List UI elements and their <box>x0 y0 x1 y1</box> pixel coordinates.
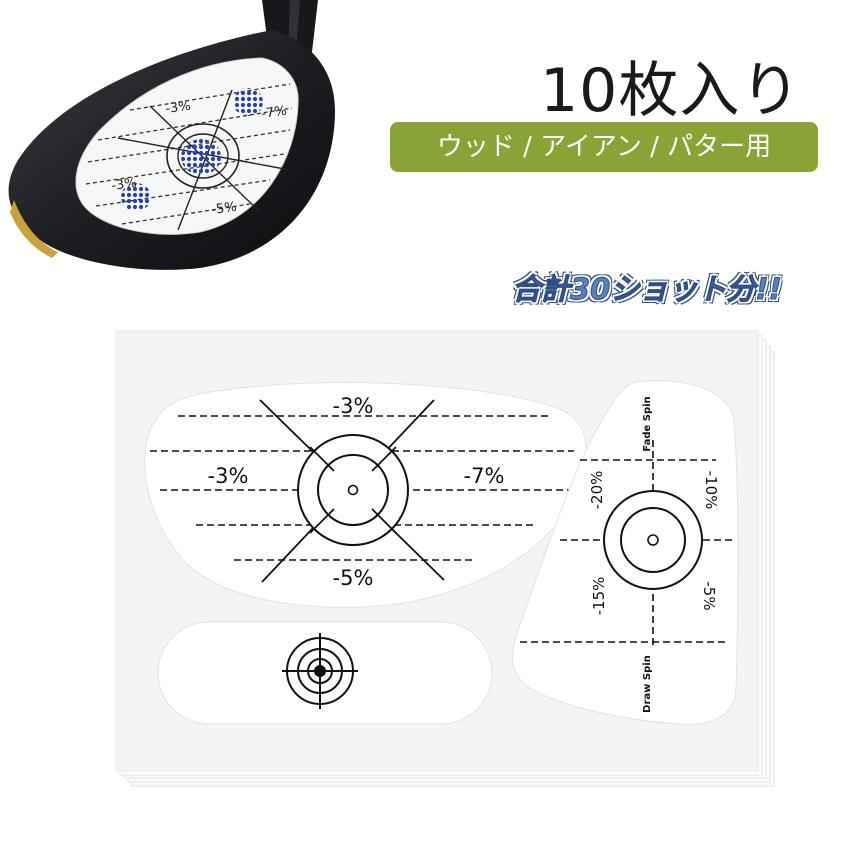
putter-sticker <box>157 621 493 725</box>
club-head: -3% -3% -5% -7% <box>8 0 336 270</box>
club-label-right: -7% <box>260 104 287 122</box>
club-label-left: -3% <box>110 176 137 194</box>
iron-label-lower-right: -5% <box>700 581 718 610</box>
wood-label-top: -3% <box>333 394 374 418</box>
total-shots-label: 合計30ショット分!! <box>512 272 783 307</box>
impact-mark-center <box>181 139 221 175</box>
iron-label-upper-left: -20% <box>588 471 606 510</box>
iron-sticker: Fade Spin Draw Spin -20% -10% -15% -5% <box>511 380 739 725</box>
iron-label-lower-left: -15% <box>590 577 608 616</box>
wood-label-bottom: -5% <box>333 566 374 590</box>
usage-badge: ウッド / アイアン / パター用 <box>390 122 818 172</box>
wood-label-left: -3% <box>208 464 249 488</box>
draw-spin-label: Draw Spin <box>642 655 653 713</box>
iron-label-upper-right: -10% <box>702 471 720 510</box>
club-label-bottom: -5% <box>210 200 237 218</box>
sticker-sheet-stack: -3% -3% -7% -5% <box>115 330 775 787</box>
count-headline: 10枚入り <box>540 56 802 126</box>
impact-mark-upper <box>233 88 263 116</box>
fade-spin-label: Fade Spin <box>642 396 653 451</box>
club-label-top: -3% <box>164 99 191 117</box>
wood-label-right: -7% <box>464 464 505 488</box>
impact-mark-lower <box>121 183 151 211</box>
wood-sticker: -3% -3% -7% -5% <box>144 382 587 608</box>
